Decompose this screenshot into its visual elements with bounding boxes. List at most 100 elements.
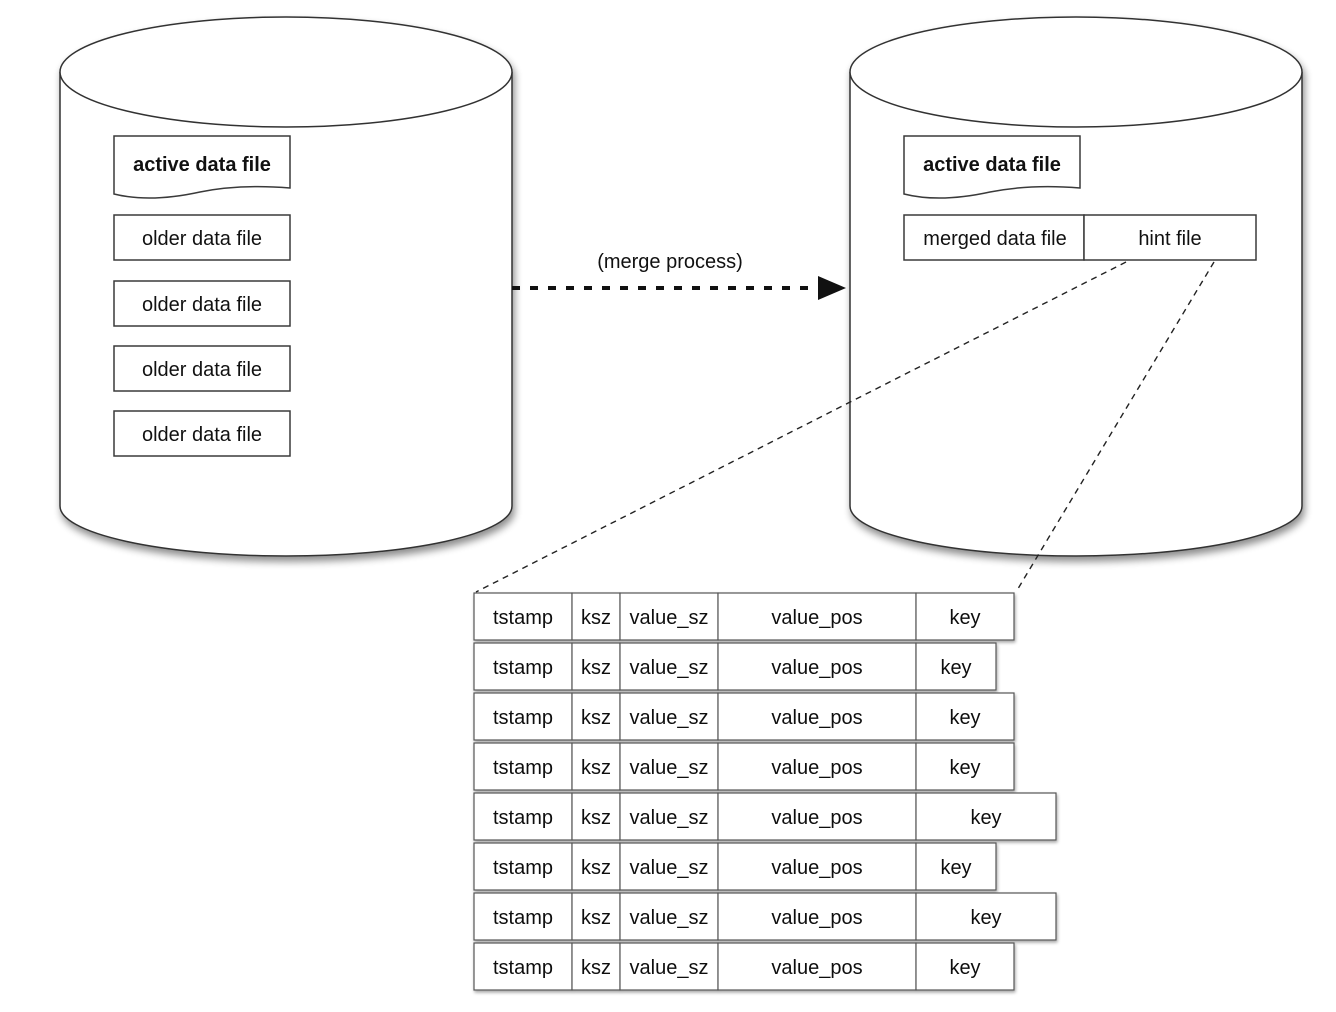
hint-field-value-pos-label: value_pos	[771, 907, 862, 929]
hint-field-value-pos-label: value_pos	[771, 857, 862, 879]
hint-file-label: hint file	[1138, 228, 1201, 250]
hint-entry-row: tstamp ksz value_sz value_pos key	[473, 742, 1015, 791]
hint-field-key-label: key	[949, 757, 980, 779]
merge-process-arrow	[512, 276, 846, 300]
hint-field-key-label: key	[940, 857, 971, 879]
hint-field-tstamp-label: tstamp	[493, 707, 553, 729]
older-data-file-label: older data file	[142, 294, 262, 316]
hint-field-ksz-label: ksz	[581, 957, 611, 979]
hint-cell-value-pos	[717, 642, 917, 691]
hint-entry-row: tstamp ksz value_sz value_pos key	[473, 592, 1015, 641]
hint-cell-value-pos	[717, 942, 917, 991]
left-active-data-file-label: active data file	[133, 154, 271, 176]
hint-field-ksz-label: ksz	[581, 707, 611, 729]
hint-field-value-pos-label: value_pos	[771, 957, 862, 979]
hint-field-ksz-label: ksz	[581, 757, 611, 779]
hint-field-value-sz-label: value_sz	[630, 807, 709, 829]
hint-cell-value-sz	[619, 842, 719, 891]
hint-field-value-pos-label: value_pos	[771, 607, 862, 629]
hint-field-value-sz-label: value_sz	[630, 657, 709, 679]
older-data-file-label: older data file	[142, 359, 262, 381]
hint-field-key-label: key	[949, 957, 980, 979]
hint-field-value-sz-label: value_sz	[630, 707, 709, 729]
hint-entry-row: tstamp ksz value_sz value_pos key	[473, 792, 1057, 841]
hint-field-value-sz-label: value_sz	[630, 857, 709, 879]
hint-field-value-sz-label: value_sz	[630, 907, 709, 929]
hint-cell-tstamp	[473, 692, 573, 741]
hint-field-ksz-label: ksz	[581, 607, 611, 629]
hint-file-zoom-lines	[475, 261, 1215, 593]
left-active-data-file: active data file	[113, 135, 291, 199]
hint-field-ksz-label: ksz	[581, 657, 611, 679]
merged-data-file: merged data file	[903, 214, 1085, 261]
hint-cell-value-sz	[619, 792, 719, 841]
hint-cell-ksz	[571, 942, 621, 991]
hint-field-value-pos-label: value_pos	[771, 707, 862, 729]
hint-field-value-pos-label: value_pos	[771, 807, 862, 829]
hint-field-value-sz-label: value_sz	[630, 957, 709, 979]
hint-cell-key	[915, 942, 1015, 991]
right-active-data-file: active data file	[903, 135, 1081, 199]
hint-field-value-pos-label: value_pos	[771, 657, 862, 679]
older-data-file-label: older data file	[142, 228, 262, 250]
hint-field-key-label: key	[970, 807, 1001, 829]
hint-cell-value-sz	[619, 692, 719, 741]
hint-cell-tstamp	[473, 842, 573, 891]
hint-field-tstamp-label: tstamp	[493, 807, 553, 829]
hint-field-key-label: key	[940, 657, 971, 679]
hint-cell-value-sz	[619, 892, 719, 941]
hint-cell-value-pos	[717, 592, 917, 641]
hint-field-tstamp-label: tstamp	[493, 757, 553, 779]
hint-cell-value-pos	[717, 692, 917, 741]
hint-cell-ksz	[571, 742, 621, 791]
hint-field-key-label: key	[970, 907, 1001, 929]
right-active-data-file-label: active data file	[923, 154, 1061, 176]
hint-field-tstamp-label: tstamp	[493, 957, 553, 979]
hint-cell-key	[915, 642, 997, 691]
hint-field-value-sz-label: value_sz	[630, 757, 709, 779]
hint-file: hint file	[1083, 214, 1257, 261]
hint-cell-ksz	[571, 642, 621, 691]
hint-field-ksz-label: ksz	[581, 907, 611, 929]
hint-field-key-label: key	[949, 607, 980, 629]
hint-cell-tstamp	[473, 892, 573, 941]
right-cylinder	[849, 16, 1303, 557]
hint-cell-key	[915, 692, 1015, 741]
older-data-file-label: older data file	[142, 424, 262, 446]
merge-process-label: (merge process)	[597, 251, 743, 273]
left-older-data-file-3: older data file	[113, 345, 291, 392]
hint-entry-row: tstamp ksz value_sz value_pos key	[473, 942, 1015, 991]
hint-entry-row: tstamp ksz value_sz value_pos key	[473, 642, 997, 691]
hint-cell-value-pos	[717, 792, 917, 841]
hint-field-ksz-label: ksz	[581, 857, 611, 879]
hint-cell-value-sz	[619, 592, 719, 641]
hint-cell-ksz	[571, 792, 621, 841]
hint-field-ksz-label: ksz	[581, 807, 611, 829]
hint-cell-value-pos	[717, 842, 917, 891]
hint-cell-value-sz	[619, 942, 719, 991]
hint-cell-key	[915, 592, 1015, 641]
hint-entry-row: tstamp ksz value_sz value_pos key	[473, 842, 997, 891]
hint-cell-value-pos	[717, 742, 917, 791]
merged-data-file-label: merged data file	[923, 228, 1066, 250]
hint-field-value-pos-label: value_pos	[771, 757, 862, 779]
hint-cell-tstamp	[473, 642, 573, 691]
left-older-data-file-2: older data file	[113, 280, 291, 327]
hint-entry-row: tstamp ksz value_sz value_pos key	[473, 892, 1057, 941]
hint-cell-ksz	[571, 592, 621, 641]
left-older-data-file-4: older data file	[113, 410, 291, 457]
hint-field-tstamp-label: tstamp	[493, 657, 553, 679]
hint-field-tstamp-label: tstamp	[493, 857, 553, 879]
hint-field-tstamp-label: tstamp	[493, 607, 553, 629]
left-older-data-file-1: older data file	[113, 214, 291, 261]
hint-cell-key	[915, 792, 1057, 841]
hint-cell-key	[915, 842, 997, 891]
hint-field-value-sz-label: value_sz	[630, 607, 709, 629]
hint-cell-key	[915, 892, 1057, 941]
hint-cell-key	[915, 742, 1015, 791]
hint-cell-value-pos	[717, 892, 917, 941]
hint-field-tstamp-label: tstamp	[493, 907, 553, 929]
